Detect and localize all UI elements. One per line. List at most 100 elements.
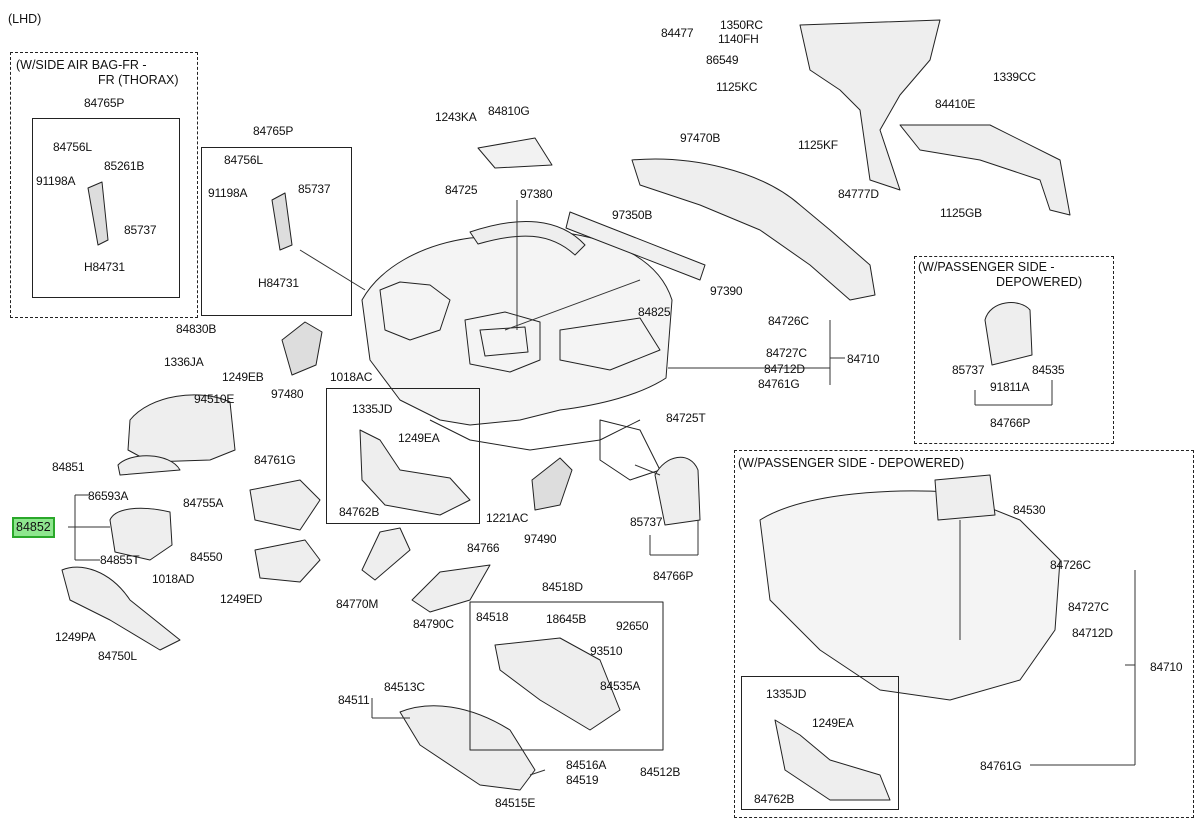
- part-label[interactable]: 97350B: [612, 208, 653, 222]
- part-label[interactable]: 93510: [590, 644, 623, 658]
- part-label[interactable]: 84725: [445, 183, 478, 197]
- inset-box-passenger-depowered-bottom: [734, 450, 1194, 818]
- part-label[interactable]: 84855T: [100, 553, 140, 567]
- part-label[interactable]: 97470B: [680, 131, 721, 145]
- part-label[interactable]: 84750L: [98, 649, 137, 663]
- part-label[interactable]: 84712D: [764, 362, 805, 376]
- part-label[interactable]: 1125KC: [716, 80, 758, 94]
- part-label[interactable]: 84810G: [488, 104, 530, 118]
- part-label[interactable]: 85737: [630, 515, 663, 529]
- part-label[interactable]: 84825: [638, 305, 671, 319]
- part-label[interactable]: 84515E: [495, 796, 536, 810]
- part-label[interactable]: 1125KF: [798, 138, 838, 152]
- part-label[interactable]: 84770M: [336, 597, 379, 611]
- part-label[interactable]: 86549: [706, 53, 739, 67]
- part-label[interactable]: 1249ED: [220, 592, 263, 606]
- glove-box-housing-shape: [494, 637, 621, 731]
- part-label[interactable]: 86593A: [88, 489, 129, 503]
- part-label[interactable]: 1335JD: [766, 687, 807, 701]
- part-label[interactable]: 84765P: [84, 96, 125, 110]
- part-label[interactable]: 84710: [847, 352, 880, 366]
- part-label[interactable]: 84761G: [254, 453, 296, 467]
- part-label[interactable]: 84766P: [653, 569, 694, 583]
- highlighted-part-84852[interactable]: 84852: [12, 517, 55, 538]
- part-label[interactable]: 91198A: [36, 174, 76, 188]
- cluster-housing-shape: [127, 394, 236, 463]
- part-label[interactable]: 94510E: [194, 392, 235, 406]
- part-label[interactable]: 92650: [616, 619, 649, 633]
- part-label[interactable]: 84851: [52, 460, 85, 474]
- part-label[interactable]: 97390: [710, 284, 743, 298]
- part-label[interactable]: 84755A: [183, 496, 224, 510]
- part-label[interactable]: 84762B: [754, 792, 795, 806]
- part-label[interactable]: 84516A: [566, 758, 607, 772]
- part-label[interactable]: 85737: [298, 182, 331, 196]
- part-label[interactable]: 1249PA: [55, 630, 96, 644]
- part-label[interactable]: 84830B: [176, 322, 217, 336]
- part-label[interactable]: 84727C: [766, 346, 807, 360]
- center-panel-84761g-shape: [359, 429, 471, 516]
- part-label[interactable]: 84712D: [1072, 626, 1113, 640]
- part-label[interactable]: H84731: [84, 260, 125, 274]
- part-label[interactable]: 84766P: [990, 416, 1031, 430]
- part-label[interactable]: 97380: [520, 187, 553, 201]
- part-label[interactable]: 1336JA: [164, 355, 204, 369]
- part-label[interactable]: 84761G: [758, 377, 800, 391]
- part-label[interactable]: 84726C: [768, 314, 809, 328]
- part-label[interactable]: 84762B: [339, 505, 380, 519]
- inset-left-title-1: (W/SIDE AIR BAG-FR -: [16, 58, 147, 72]
- part-label[interactable]: 18645B: [546, 612, 587, 626]
- part-label[interactable]: 1125GB: [940, 206, 982, 220]
- side-cover-84790c-shape: [411, 564, 491, 613]
- part-label[interactable]: 84756L: [53, 140, 92, 154]
- part-label[interactable]: 1339CC: [993, 70, 1036, 84]
- part-label[interactable]: 84726C: [1050, 558, 1091, 572]
- part-label[interactable]: 1018AD: [152, 572, 195, 586]
- part-label[interactable]: 84410E: [935, 97, 976, 111]
- part-label[interactable]: 1140FH: [718, 32, 759, 46]
- part-label[interactable]: 84761G: [980, 759, 1022, 773]
- part-label[interactable]: H84731: [258, 276, 299, 290]
- part-label[interactable]: 91811A: [990, 380, 1030, 394]
- part-label[interactable]: 91198A: [208, 186, 248, 200]
- part-label[interactable]: 84756L: [224, 153, 263, 167]
- part-label[interactable]: 85737: [124, 223, 157, 237]
- part-label[interactable]: 1249EB: [222, 370, 264, 384]
- part-label[interactable]: 84512B: [640, 765, 681, 779]
- part-label[interactable]: 1249EA: [398, 431, 440, 445]
- part-label[interactable]: 84725T: [666, 411, 706, 425]
- inset-lower-panel-shape: [774, 719, 891, 801]
- part-label[interactable]: 84511: [338, 693, 370, 707]
- part-label[interactable]: 84766: [467, 541, 500, 555]
- part-label[interactable]: 1243KA: [435, 110, 477, 124]
- part-label[interactable]: 84765P: [253, 124, 294, 138]
- part-label[interactable]: 1249EA: [812, 716, 854, 730]
- part-label[interactable]: 85261B: [104, 159, 145, 173]
- part-label[interactable]: 84518D: [542, 580, 583, 594]
- part-label[interactable]: 84535A: [600, 679, 641, 693]
- part-label[interactable]: 84513C: [384, 680, 425, 694]
- part-label[interactable]: 97480: [271, 387, 304, 401]
- part-label[interactable]: 1018AC: [330, 370, 373, 384]
- part-label[interactable]: 84710: [1150, 660, 1183, 674]
- tray-84755a-shape: [249, 479, 321, 531]
- part-label[interactable]: 1221AC: [486, 511, 529, 525]
- part-label[interactable]: 1350RC: [720, 18, 763, 32]
- part-label[interactable]: 84777D: [838, 187, 879, 201]
- part-label[interactable]: 97490: [524, 532, 557, 546]
- part-label[interactable]: 84535: [1032, 363, 1065, 377]
- group-box-84518d: [469, 601, 664, 751]
- part-label[interactable]: 84790C: [413, 617, 454, 631]
- part-label[interactable]: 84519: [566, 773, 599, 787]
- part-label[interactable]: 85737: [952, 363, 985, 377]
- box-84550-shape: [254, 539, 321, 583]
- part-label[interactable]: 1335JD: [352, 402, 393, 416]
- part-label[interactable]: 84727C: [1068, 600, 1109, 614]
- part-label[interactable]: 84477: [661, 26, 694, 40]
- inset-dashboard-shape: [759, 490, 1061, 701]
- bracket-84810g-shape: [477, 137, 553, 169]
- part-label[interactable]: 84518: [476, 610, 509, 624]
- part-label[interactable]: 84530: [1013, 503, 1046, 517]
- part-label[interactable]: 84550: [190, 550, 223, 564]
